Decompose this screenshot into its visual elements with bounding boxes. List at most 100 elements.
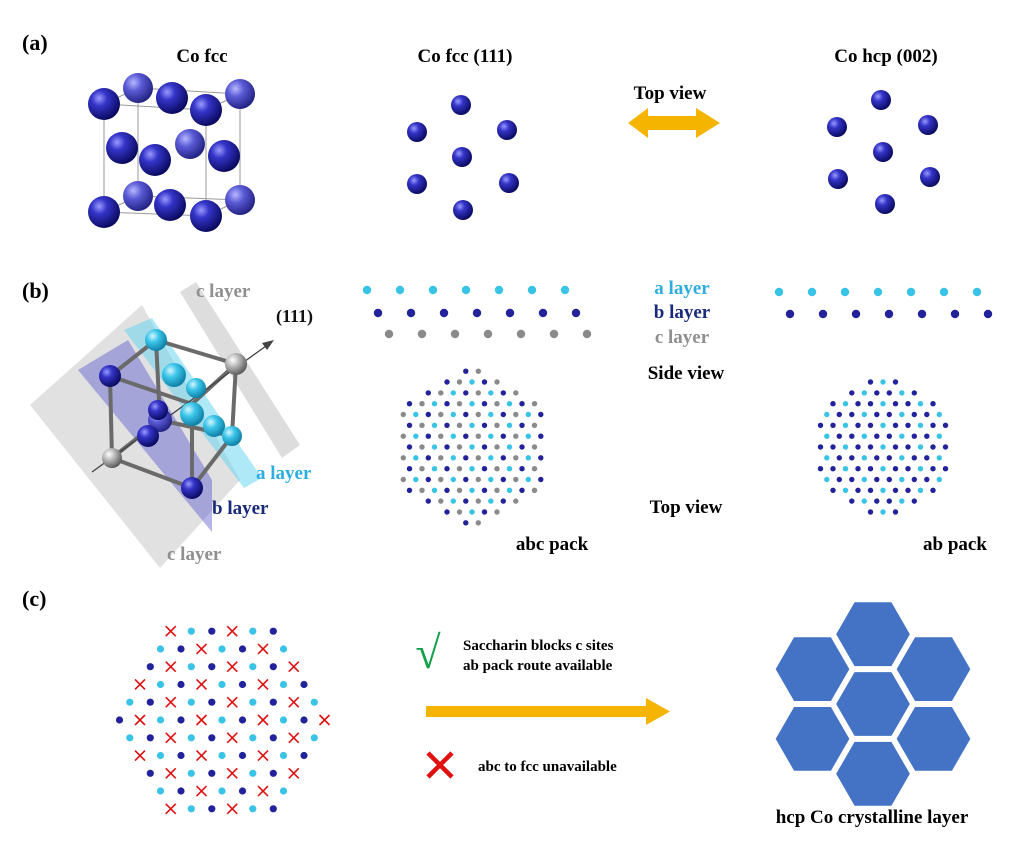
top-atom-a: [506, 401, 513, 407]
top-atom-c: [531, 401, 538, 407]
top-atom-a: [899, 455, 905, 461]
lattice-atom-a: [218, 645, 226, 653]
top-atom-b: [911, 411, 917, 418]
lattice-atom-b: [300, 680, 308, 689]
fcc111-atom: [453, 200, 473, 220]
top-atom-a: [842, 422, 849, 428]
hcp-hexagon-grain: [894, 705, 973, 773]
top-atom-a: [450, 476, 456, 483]
top-view-ab-lattice: [817, 379, 949, 515]
top-atom-a: [880, 422, 886, 428]
blocked-c-site-icon: [226, 696, 238, 708]
side-atom-b: [406, 308, 416, 318]
fcc-111-top-view: [407, 95, 519, 220]
panel-a-label: (a): [22, 30, 48, 55]
lattice-atom-a: [249, 769, 257, 777]
a-layer-label: a layer: [256, 463, 312, 484]
top-atom-b: [500, 498, 506, 504]
hcp-hexagon-grain: [773, 705, 852, 773]
cube-atom-b: [181, 477, 203, 499]
top-atom-a: [469, 422, 475, 428]
top-atom-b: [836, 411, 842, 418]
cube-atom-b: [137, 425, 159, 447]
top-atom-b: [874, 455, 880, 461]
lattice-atom-a: [187, 698, 195, 706]
blocked-c-site-icon: [288, 767, 300, 779]
blocked-c-site-icon: [257, 678, 269, 691]
top-atom-b: [425, 411, 431, 418]
top-atom-c: [531, 422, 538, 428]
fcc-atom: [175, 129, 205, 159]
blocked-c-site-icon: [195, 749, 208, 762]
top-atom-b: [905, 487, 911, 493]
fcc111-atom: [499, 173, 519, 193]
side-atom-c: [483, 329, 493, 339]
top-atom-b: [867, 379, 874, 385]
lattice-atom-a: [156, 751, 165, 760]
abc-pack-label: abc pack: [516, 534, 589, 555]
top-atom-b: [481, 401, 488, 407]
top-atom-a: [469, 444, 475, 450]
side-atom-b: [950, 309, 960, 319]
cube-atom-a: [222, 426, 242, 446]
top-atom-b: [855, 466, 861, 472]
top-atom-b: [942, 466, 949, 472]
forward-arrow-icon: [426, 698, 670, 725]
hcp002-atom: [920, 167, 940, 187]
top-atom-c: [400, 476, 406, 483]
top-atom-b: [519, 444, 525, 450]
top-atom-a: [899, 411, 905, 418]
top-atom-b: [500, 455, 506, 461]
top-atom-a: [431, 444, 438, 450]
lattice-atom-a: [187, 663, 195, 671]
top-atom-b: [905, 466, 911, 472]
top-atom-c: [438, 476, 444, 483]
top-atom-b: [855, 487, 861, 493]
blocked-c-site-icon: [226, 767, 238, 779]
lattice-atom-a: [156, 716, 165, 724]
top-atom-b: [444, 487, 450, 493]
top-atom-b: [905, 401, 911, 407]
top-atom-a: [880, 509, 886, 515]
top-atom-b: [538, 433, 544, 439]
top-atom-b: [830, 487, 836, 493]
lattice-atom-a: [279, 716, 288, 724]
ab-pack-label: ab pack: [923, 534, 987, 555]
cube-atom-c: [102, 448, 122, 468]
top-atom-a: [413, 433, 419, 439]
top-atom-a: [450, 390, 456, 396]
top-atom-c: [475, 476, 481, 483]
hcp002-atom: [871, 90, 891, 110]
lattice-atom-b: [177, 645, 185, 653]
side-atom-a: [972, 287, 982, 297]
top-atom-b: [481, 487, 488, 493]
111-direction-arrowhead: [262, 340, 274, 350]
legend-b-layer: b layer: [654, 302, 711, 323]
lattice-atom-a: [249, 734, 257, 742]
top-atom-b: [444, 466, 450, 472]
top-atom-c: [456, 422, 463, 428]
side-atom-a: [840, 287, 850, 297]
top-atom-b: [905, 444, 911, 450]
top-atom-b: [911, 498, 917, 504]
top-atom-a: [861, 455, 867, 461]
fcc-unit-cell: [88, 73, 255, 232]
top-atom-a: [824, 411, 830, 418]
lattice-atom-a: [218, 716, 226, 724]
top-atom-a: [880, 401, 886, 407]
lattice-atom-b: [269, 805, 277, 813]
top-atom-b: [538, 411, 544, 418]
top-atom-a: [936, 455, 942, 461]
top-atom-a: [917, 444, 924, 450]
top-atom-a: [861, 476, 867, 483]
lattice-atom-a: [279, 680, 288, 689]
top-atom-a: [506, 487, 513, 493]
top-atom-b: [867, 401, 874, 407]
top-atom-b: [924, 411, 930, 418]
top-atom-a: [450, 433, 456, 439]
top-atom-b: [867, 422, 874, 428]
top-atom-b: [463, 368, 469, 374]
lattice-atom-b: [208, 805, 216, 813]
top-atom-b: [406, 444, 413, 450]
